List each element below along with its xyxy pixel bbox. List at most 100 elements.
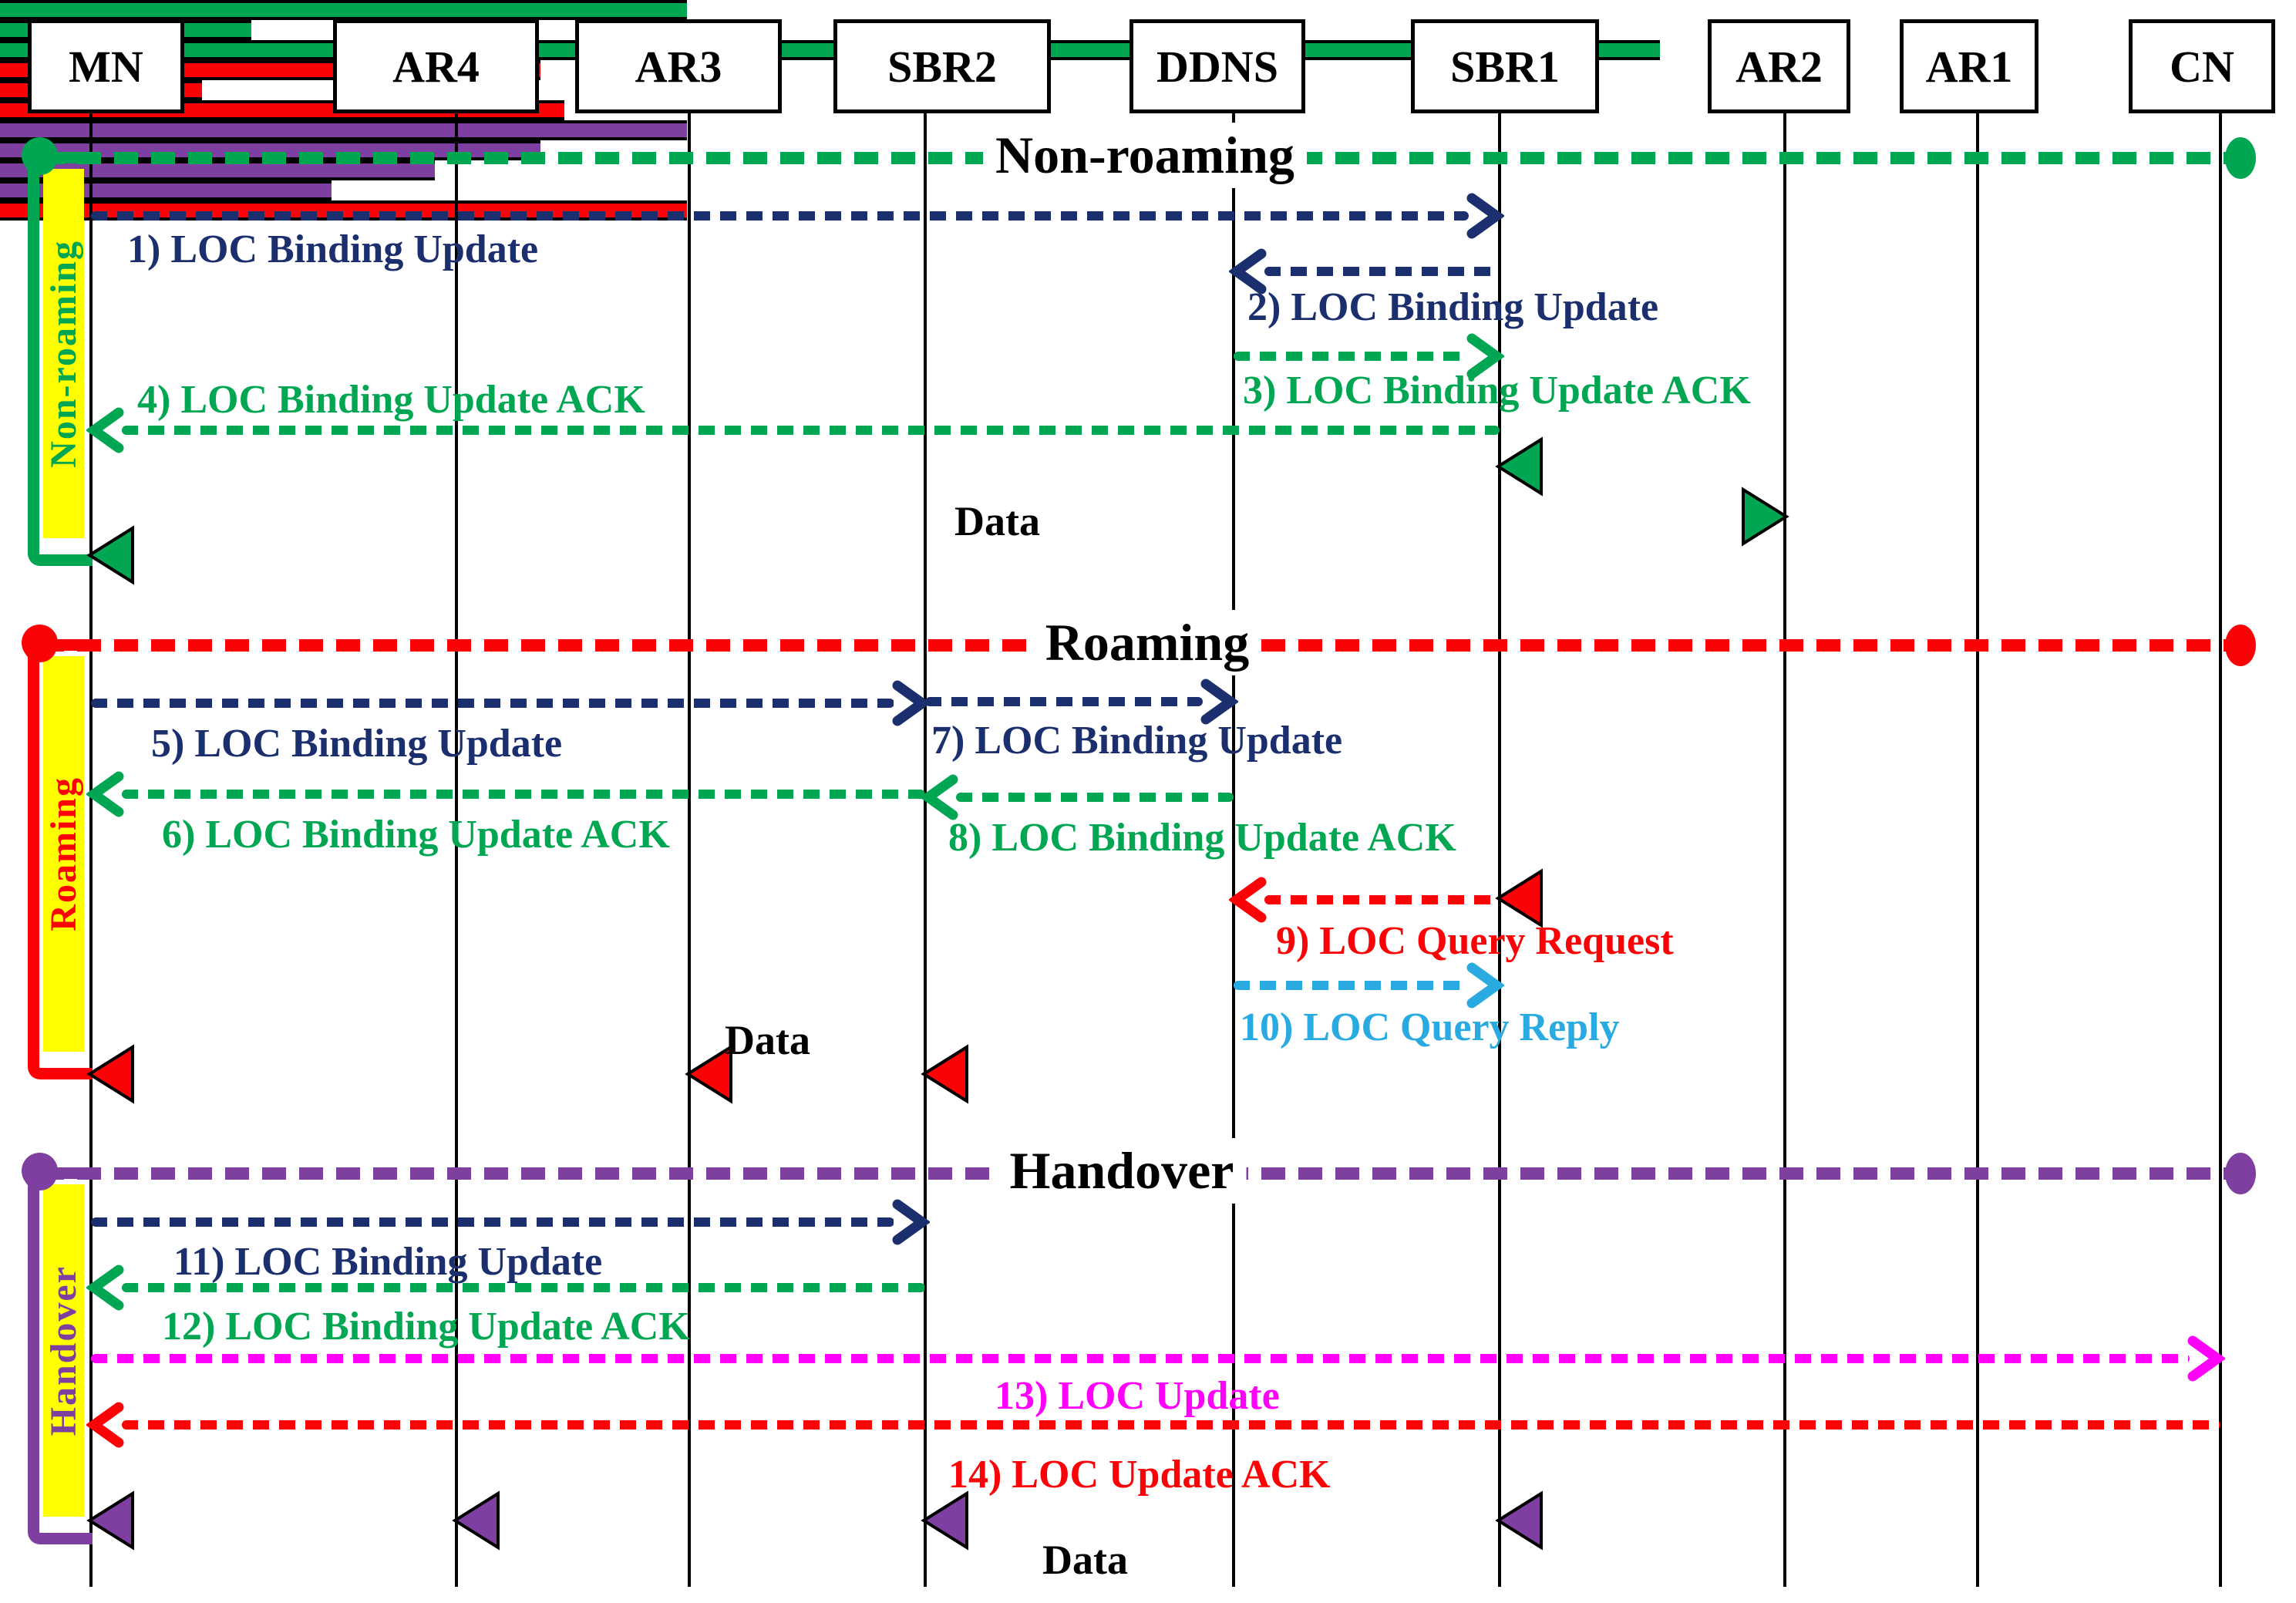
entity-box-ar1: AR1 [1900, 19, 2038, 113]
message-label-14: 14) LOC Update ACK [948, 1453, 1331, 1497]
message-arrowhead-icon [85, 1401, 125, 1449]
data-flow-2-segment-0-shaft [0, 120, 687, 140]
entity-box-ar2: AR2 [1708, 19, 1850, 113]
message-arrowhead-icon [2187, 1335, 2227, 1382]
phase-side-label-handover: Handover [43, 1265, 84, 1436]
lifeline-cn [2219, 110, 2222, 1587]
data-flow-0-segment-2-arrowhead-icon [85, 525, 136, 585]
entity-label-ddns: DDNS [1156, 41, 1278, 92]
phase-title-non-roaming: Non-roaming [983, 123, 1307, 188]
lifeline-ar3 [688, 110, 691, 1587]
message-label-6: 6) LOC Binding Update ACK [162, 813, 670, 857]
entity-label-mn: MN [69, 41, 143, 92]
message-line-4 [122, 426, 1500, 435]
entity-box-ar4: AR4 [333, 19, 539, 113]
phase-band-roaming: Roaming [43, 656, 84, 1052]
entity-label-ar4: AR4 [392, 41, 480, 92]
data-flow-1-segment-2-arrowhead-icon [85, 1044, 136, 1104]
message-line-7 [925, 697, 1203, 706]
data-flow-2-segment-2-arrowhead-icon [450, 1490, 501, 1551]
data-flow-label: Data [954, 498, 1040, 544]
entity-box-ddns: DDNS [1129, 19, 1305, 113]
lifeline-mn [89, 110, 93, 1587]
data-flow-1-segment-1-arrowhead-icon [683, 1044, 734, 1104]
data-flow-0-segment-2-shaft [0, 40, 1660, 60]
message-arrowhead-icon [1466, 332, 1506, 380]
data-flow-label: Data [725, 1017, 810, 1063]
message-label-12: 12) LOC Binding Update ACK [162, 1305, 690, 1349]
message-arrowhead-icon [1466, 192, 1506, 240]
phase-line-start-dot-non-roaming [23, 141, 57, 175]
message-label-1: 1) LOC Binding Update [127, 227, 539, 271]
message-label-3: 3) LOC Binding Update ACK [1243, 369, 1751, 413]
message-arrowhead-icon [85, 406, 125, 454]
lifeline-ar1 [1976, 110, 1979, 1587]
phase-band-handover: Handover [43, 1184, 84, 1517]
entity-label-sbr1: SBR1 [1450, 41, 1560, 92]
data-flow-1-segment-0-arrowhead-icon [919, 1044, 970, 1104]
message-line-10 [1234, 981, 1469, 990]
data-flow-2-segment-0-arrowhead-icon [1493, 1490, 1544, 1551]
lifeline-sbr1 [1498, 110, 1501, 1587]
message-label-2: 2) LOC Binding Update [1247, 285, 1659, 329]
message-arrowhead-icon [891, 679, 931, 727]
data-flow-label: Data [1042, 1537, 1128, 1583]
message-arrowhead-icon [85, 1264, 125, 1312]
message-label-7: 7) LOC Binding Update [931, 719, 1343, 763]
message-line-1 [91, 211, 1469, 221]
phase-line-end-dot-handover [2225, 1153, 2256, 1194]
phase-side-label-roaming: Roaming [43, 776, 84, 931]
phase-line-end-dot-roaming [2225, 625, 2256, 666]
entity-label-ar2: AR2 [1735, 41, 1823, 92]
data-flow-2-segment-1-arrowhead-icon [919, 1490, 970, 1551]
message-line-8 [956, 793, 1234, 802]
message-line-13 [91, 1354, 2190, 1363]
lifeline-ar4 [455, 110, 458, 1587]
message-arrowhead-icon [1227, 248, 1268, 295]
lifeline-sbr2 [924, 110, 927, 1587]
data-flow-2-segment-3-arrowhead-icon [85, 1490, 136, 1551]
message-8-arrowhead-icon [1493, 868, 1544, 928]
message-line-9 [1264, 895, 1500, 904]
data-flow-0-segment-0-arrowhead-icon [1493, 436, 1544, 497]
message-label-8: 8) LOC Binding Update ACK [948, 816, 1456, 860]
message-label-13: 13) LOC Update [995, 1374, 1280, 1418]
message-line-6 [122, 790, 925, 799]
entity-box-sbr1: SBR1 [1411, 19, 1599, 113]
entity-label-ar1: AR1 [1925, 41, 2013, 92]
message-label-9: 9) LOC Query Request [1276, 919, 1674, 963]
message-line-3 [1234, 352, 1469, 361]
lifeline-ar2 [1783, 110, 1786, 1587]
message-arrowhead-icon [891, 1198, 931, 1246]
entity-box-cn: CN [2129, 19, 2275, 113]
message-label-11: 11) LOC Binding Update [173, 1240, 603, 1284]
phase-line-start-dot-roaming [23, 628, 57, 662]
entity-box-sbr2: SBR2 [833, 19, 1051, 113]
message-arrowhead-icon [1227, 876, 1268, 924]
phase-title-roaming: Roaming [1032, 610, 1262, 675]
phase-line-start-dot-handover [23, 1157, 57, 1190]
entity-label-sbr2: SBR2 [887, 41, 997, 92]
message-line-11 [91, 1217, 894, 1227]
message-label-4: 4) LOC Binding Update ACK [137, 378, 645, 422]
message-arrowhead-icon [1200, 678, 1240, 726]
message-line-14 [122, 1420, 2220, 1430]
phase-side-label-non-roaming: Non-roaming [43, 239, 84, 468]
message-arrowhead-icon [85, 770, 125, 818]
entity-box-mn: MN [28, 19, 184, 113]
entity-label-cn: CN [2170, 41, 2234, 92]
message-label-5: 5) LOC Binding Update [151, 722, 563, 766]
message-label-10: 10) LOC Query Reply [1240, 1005, 1620, 1049]
message-line-5 [91, 699, 894, 708]
data-flow-0-segment-1-arrowhead-icon [1740, 487, 1791, 547]
entity-box-ar3: AR3 [575, 19, 782, 113]
message-line-12 [122, 1283, 925, 1292]
data-flow-0-segment-0-shaft [0, 0, 687, 20]
entity-label-ar3: AR3 [635, 41, 722, 92]
phase-title-handover: Handover [997, 1138, 1247, 1204]
message-arrowhead-icon [919, 773, 959, 821]
message-arrowhead-icon [1466, 961, 1506, 1009]
phase-band-non-roaming: Non-roaming [43, 169, 84, 538]
message-line-2 [1264, 267, 1500, 276]
